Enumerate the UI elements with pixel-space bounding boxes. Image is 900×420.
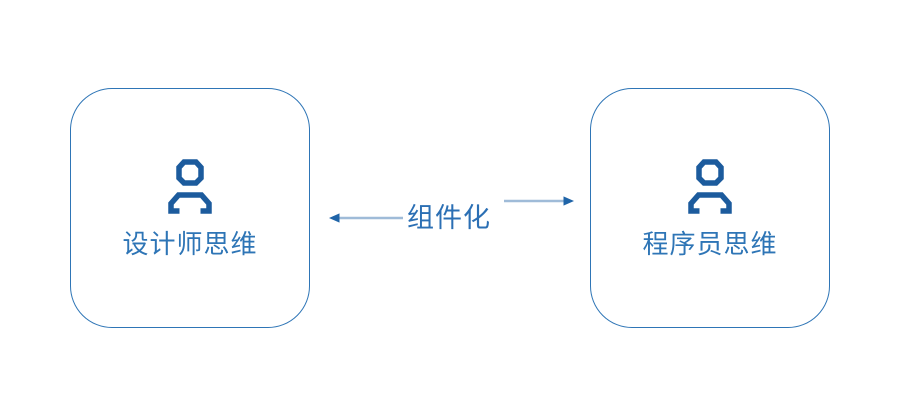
person-body — [688, 191, 732, 214]
arrow-left-icon — [329, 213, 403, 223]
person-icon — [168, 158, 212, 214]
person-icon — [688, 158, 732, 214]
designer-box-label: 设计师思维 — [122, 228, 258, 259]
center-label: 组件化 — [407, 203, 491, 233]
arrow-left-head — [329, 213, 340, 223]
person-head — [696, 158, 724, 186]
arrow-right-icon — [504, 196, 574, 206]
designer-thinking-box: 设计师思维 — [70, 88, 310, 328]
arrow-right-head — [563, 196, 574, 206]
programmer-thinking-box: 程序员思维 — [590, 88, 830, 328]
person-head — [176, 158, 204, 186]
programmer-box-label: 程序员思维 — [642, 228, 778, 259]
person-body — [168, 191, 212, 214]
